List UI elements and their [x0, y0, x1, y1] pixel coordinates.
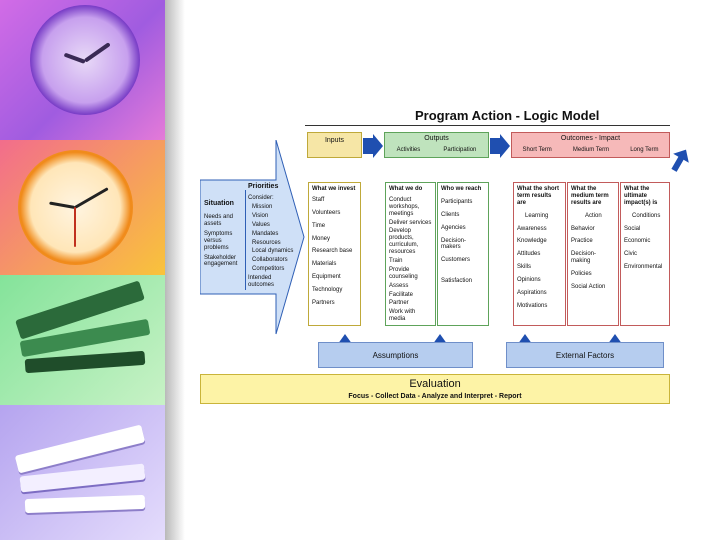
assumptions-box: Assumptions: [318, 342, 473, 368]
list-item: Materials: [312, 261, 337, 268]
list-item: Assess: [389, 282, 409, 289]
list-item: Equipment: [312, 274, 341, 281]
medium-term-column: What the medium term results are Action …: [567, 182, 619, 326]
purple-clock-icon: [30, 5, 140, 115]
list-item: Customers: [441, 257, 471, 264]
list-item: Work with media: [389, 309, 416, 323]
list-item: Knowledge: [517, 238, 547, 245]
priorities-item: Values: [252, 221, 270, 228]
list-item: Staff: [312, 196, 325, 203]
priorities-item: Vision: [252, 212, 269, 219]
list-item: Social Action: [571, 284, 606, 291]
list-item: Provide counseling: [389, 266, 418, 280]
list-item: Decision-making: [571, 251, 597, 265]
list-item: Satisfaction: [441, 278, 473, 285]
list-item: Volunteers: [312, 209, 341, 216]
short-term-column: What the short term results are Learning…: [513, 182, 566, 326]
list-item: Money: [312, 235, 331, 242]
list-item: Partners: [312, 300, 335, 307]
list-item: Action: [585, 212, 602, 219]
list-item: Skills: [517, 264, 532, 271]
list-item: Deliver services: [389, 219, 432, 226]
priorities-box: Priorities Consider: Mission Vision Valu…: [248, 183, 296, 293]
short-term-label: Short Term: [522, 147, 552, 154]
priorities-item: Competitors: [252, 266, 285, 273]
priorities-title: Priorities: [248, 183, 279, 190]
priorities-item: Mandates: [252, 230, 279, 237]
list-item: Facilitate: [389, 291, 414, 298]
priorities-item: Consider:: [248, 195, 274, 202]
inputs-column: What we invest Staff Volunteers Time Mon…: [308, 182, 361, 326]
long-term-label: Long Term: [630, 147, 659, 154]
list-item: Develop products, curriculum, resources: [389, 228, 419, 256]
list-item: Economic: [624, 238, 651, 245]
activities-label: Activities: [396, 147, 421, 154]
list-item: Partner: [389, 300, 409, 307]
decorative-photo-strip: [0, 0, 185, 540]
arrow-icon: [490, 134, 510, 158]
evaluation-title: Evaluation: [409, 378, 461, 390]
list-item: Motivations: [517, 302, 548, 309]
list-item: Train: [389, 258, 403, 265]
situation-item: Symptoms versus problems: [204, 230, 233, 251]
long-term-column: What the ultimate impact(s) is Condition…: [620, 182, 670, 326]
participation-label: Participation: [443, 147, 477, 154]
external-factors-box: External Factors: [506, 342, 664, 368]
priorities-item: Mission: [252, 203, 273, 210]
priorities-item: Local dynamics: [252, 248, 294, 255]
evaluation-bar: Evaluation Focus - Collect Data - Analyz…: [200, 374, 670, 404]
column-title: What the medium term results are: [571, 186, 609, 206]
column-title: What the ultimate impact(s) is: [624, 186, 658, 206]
priorities-item: Collaborators: [252, 257, 288, 264]
list-item: Attitudes: [517, 251, 541, 258]
list-item: Research base: [312, 248, 353, 255]
medium-term-label: Medium Term: [572, 147, 610, 154]
column-title: What we do: [389, 186, 423, 192]
list-item: Practice: [571, 238, 593, 245]
column-title: What we invest: [312, 186, 356, 192]
priorities-item: Resources: [252, 239, 281, 246]
inputs-header: Inputs: [307, 132, 362, 158]
situation-item: Stakeholder engagement: [204, 254, 238, 268]
situation-arrow-shape: [200, 140, 305, 335]
title-rule: [305, 125, 670, 126]
list-item: Agencies: [441, 224, 466, 231]
list-item: Participants: [441, 198, 473, 205]
list-item: Technology: [312, 287, 343, 294]
participation-column: Who we reach Participants Clients Agenci…: [437, 182, 489, 326]
outputs-header: Outputs Activities Participation: [384, 132, 489, 158]
arrow-icon: [671, 149, 689, 172]
list-item: Opinions: [517, 277, 541, 284]
list-item: Behavior: [571, 225, 595, 232]
outcomes-header: Outcomes - Impact Short Term Medium Term…: [511, 132, 670, 158]
list-item: Environmental: [624, 264, 663, 271]
list-item: Learning: [525, 212, 549, 219]
situation-box: Situation Needs and assets Symptoms vers…: [202, 190, 246, 290]
arrow-icon: [363, 134, 383, 158]
column-title: Who we reach: [441, 186, 482, 192]
situation-title: Situation: [204, 200, 234, 207]
list-item: Civic: [624, 251, 637, 258]
diagram-title: Program Action - Logic Model: [415, 108, 600, 123]
list-item: Conditions: [632, 212, 661, 219]
list-item: Social: [624, 225, 641, 232]
column-title: What the short term results are: [517, 186, 559, 206]
priorities-item: Intended outcomes: [248, 275, 275, 288]
strip-shadow: [165, 0, 185, 540]
orange-clock-icon: [18, 150, 133, 265]
list-item: Policies: [571, 271, 592, 278]
list-item: Conduct workshops, meetings: [389, 196, 420, 217]
situation-item: Needs and assets: [204, 214, 234, 227]
activities-column: What we do Conduct workshops, meetings D…: [385, 182, 436, 326]
list-item: Awareness: [517, 225, 547, 232]
evaluation-subtitle: Focus - Collect Data - Analyze and Inter…: [348, 392, 522, 400]
list-item: Aspirations: [517, 290, 547, 297]
list-item: Decision-makers: [441, 237, 467, 251]
list-item: Time: [312, 222, 326, 229]
list-item: Clients: [441, 211, 460, 218]
